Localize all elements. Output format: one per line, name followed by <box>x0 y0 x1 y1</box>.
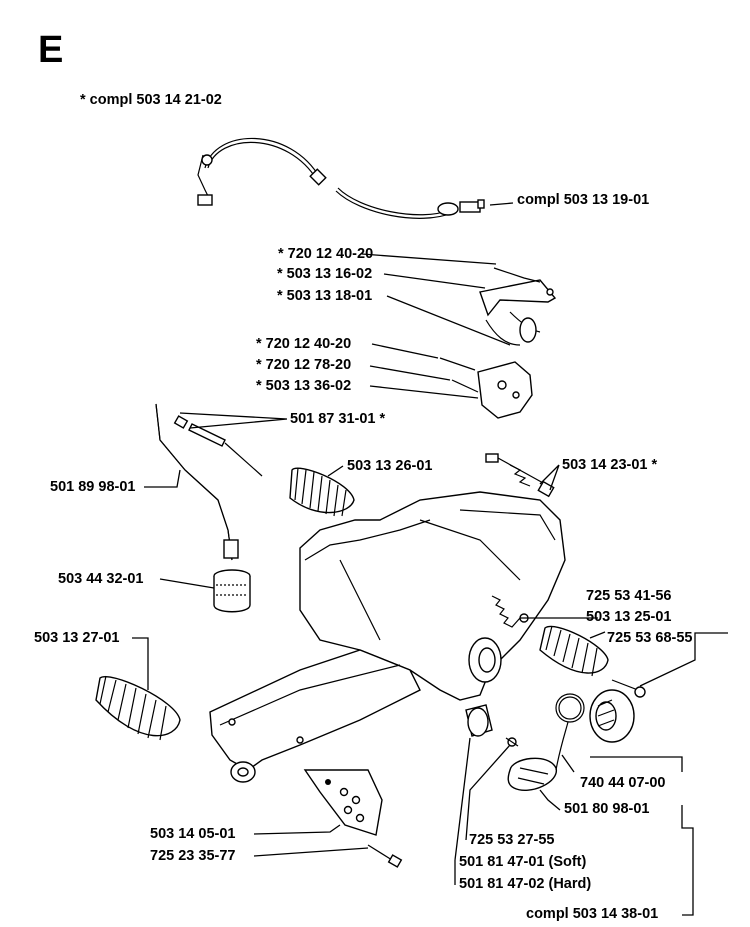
part-label: * 503 13 18-01 <box>277 288 373 304</box>
filter-cap <box>465 704 493 737</box>
assembly-note: * compl 503 14 21-02 <box>80 92 222 108</box>
part-label: 501 81 47-02 (Hard) <box>459 876 592 892</box>
fuel-hose <box>155 403 239 561</box>
bolt-lower <box>367 844 403 868</box>
part-label: * 503 13 16-02 <box>277 266 373 282</box>
throttle-lock <box>439 357 533 419</box>
section-letter: E <box>38 29 64 71</box>
fuel-cap <box>555 689 635 743</box>
mounting-arm <box>209 649 421 783</box>
part-label: 725 53 27-55 <box>469 832 555 848</box>
part-label: 503 14 23-01 * <box>562 457 658 473</box>
rubber-buffer-top <box>289 467 355 517</box>
screw-spring-upper <box>485 453 555 498</box>
part-label: 503 13 26-01 <box>347 458 433 474</box>
part-label: 725 53 68-55 <box>607 630 693 646</box>
screw-right <box>611 679 646 698</box>
part-label: 501 87 31-01 * <box>290 411 386 427</box>
part-label: 503 44 32-01 <box>58 571 144 587</box>
small-screw <box>505 737 519 747</box>
rubber-buffer-left <box>95 675 181 741</box>
throttle-trigger <box>479 267 557 346</box>
part-label: * 720 12 78-20 <box>256 357 352 373</box>
part-label: compl 503 13 19-01 <box>517 192 650 208</box>
leader-lines <box>132 202 728 916</box>
spring-rod <box>173 415 263 477</box>
part-label: 501 81 47-01 (Soft) <box>459 854 587 870</box>
rubber-buffer-right <box>539 625 609 677</box>
part-label: 503 14 05-01 <box>150 826 236 842</box>
part-label: 740 44 07-00 <box>580 775 666 791</box>
strap-plug <box>507 721 569 792</box>
part-label: * 720 12 40-20 <box>278 246 374 262</box>
part-label: 725 53 41-56 <box>586 588 672 604</box>
part-label: * 720 12 40-20 <box>256 336 352 352</box>
bracket <box>303 769 383 836</box>
part-label: compl 503 14 38-01 <box>526 906 659 922</box>
part-label: 501 80 98-01 <box>564 801 650 817</box>
part-label: 503 13 27-01 <box>34 630 120 646</box>
fuel-filter <box>213 569 251 613</box>
tank-handle-body <box>299 491 566 701</box>
part-label: * 503 13 36-02 <box>256 378 352 394</box>
part-label: 725 23 35-77 <box>150 848 236 864</box>
part-label: 503 13 25-01 <box>586 609 672 625</box>
part-label: 501 89 98-01 <box>50 479 136 495</box>
throttle-cable <box>197 137 485 219</box>
